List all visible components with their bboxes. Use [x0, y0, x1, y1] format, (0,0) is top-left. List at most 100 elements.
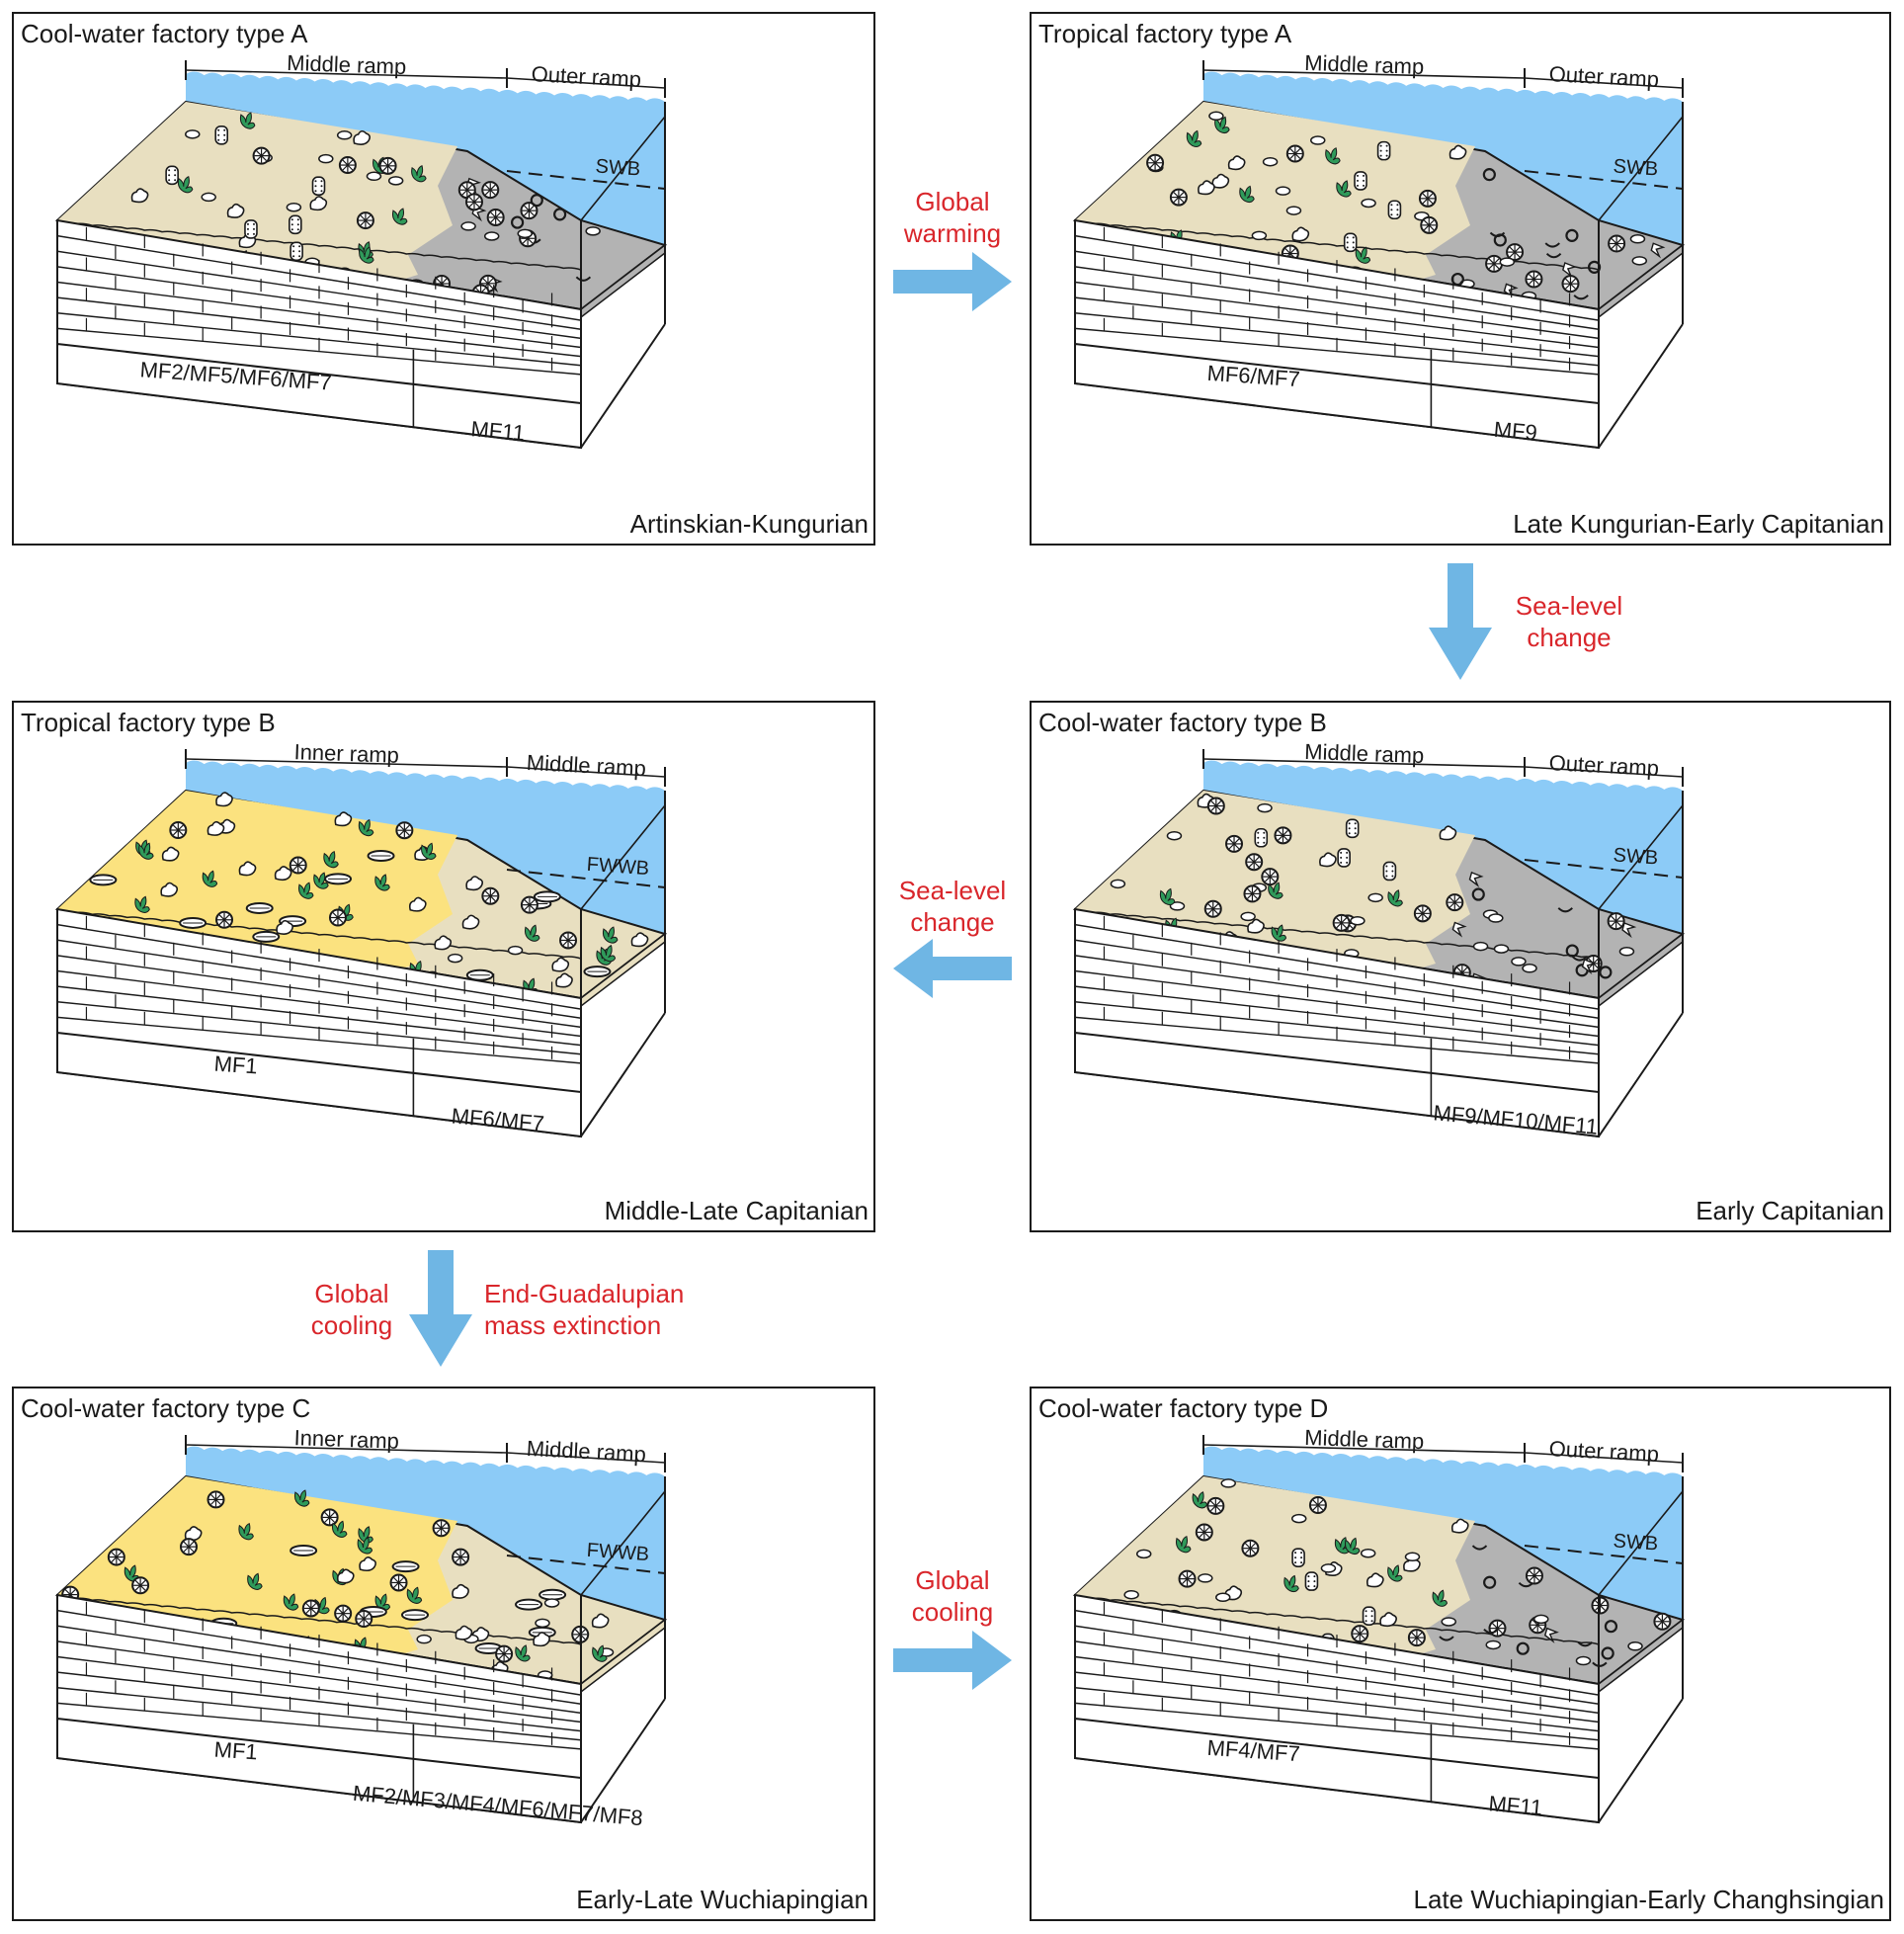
shell-icon	[1472, 941, 1489, 952]
panel-age: Late Kungurian-Early Capitanian	[1513, 509, 1884, 539]
algae-icon	[138, 842, 154, 860]
ramp-label: Middle ramp	[1304, 1425, 1425, 1454]
sponge-icon	[214, 125, 229, 145]
facies-label: MF11	[1488, 1791, 1544, 1820]
spicule-icon	[1451, 921, 1467, 938]
ramp-dimension	[185, 758, 508, 768]
sponge-icon	[1382, 861, 1397, 882]
sponge-icon	[1291, 1548, 1305, 1567]
shell-icon	[1441, 1617, 1456, 1627]
shell-icon	[318, 153, 334, 164]
shell-icon	[336, 130, 353, 140]
bedding-line	[56, 1595, 582, 1645]
wave-base-label: FWWB	[586, 854, 650, 880]
water-body	[1203, 760, 1683, 934]
brachiopod-icon	[1572, 956, 1588, 962]
shell-icon	[185, 129, 201, 139]
panel-title: Cool-water factory type D	[1038, 1393, 1328, 1423]
panel-title: Cool-water factory type B	[1038, 708, 1327, 737]
ramp-dimension	[1524, 1452, 1684, 1464]
algae-icon	[298, 882, 314, 899]
panel-title: Cool-water factory type A	[21, 19, 308, 48]
algae-icon	[1271, 924, 1287, 942]
shell-icon	[1511, 957, 1527, 967]
shell-icon	[1485, 1640, 1502, 1650]
bryozoan-icon	[533, 1632, 550, 1647]
algae-icon	[293, 1489, 310, 1507]
ramp-label: Inner ramp	[293, 1425, 399, 1454]
algae-icon	[524, 924, 540, 942]
ramp-dimension	[185, 1444, 508, 1454]
wave-base-line	[506, 1555, 666, 1574]
water-body	[186, 760, 665, 934]
bryozoan-icon	[1439, 825, 1457, 841]
algae-icon	[1192, 1491, 1208, 1509]
brachiopod-icon	[1545, 252, 1562, 259]
algae-icon	[1345, 1537, 1361, 1556]
sponge-icon	[1354, 171, 1367, 191]
shell-icon	[1360, 1548, 1376, 1558]
bryozoan-icon	[160, 882, 179, 897]
algae-icon	[202, 870, 218, 887]
algae-icon	[134, 895, 150, 913]
shell-icon	[1320, 1563, 1337, 1573]
algae-icon	[357, 1537, 373, 1555]
ramp-label: Outer ramp	[1548, 61, 1659, 92]
shell-icon	[1123, 1589, 1139, 1600]
brachiopod-icon	[1573, 294, 1589, 300]
ramp-dimension	[185, 69, 508, 79]
algae-icon	[600, 945, 617, 963]
bryozoan-icon	[434, 935, 453, 951]
bryozoan-icon	[215, 792, 233, 807]
shell-icon	[387, 176, 404, 186]
algae-icon	[331, 1520, 348, 1538]
ring-fossil-icon	[1482, 168, 1496, 182]
facies-label: MF9	[1493, 417, 1538, 446]
bryozoan-icon	[630, 932, 649, 948]
shell-icon	[1135, 1549, 1152, 1559]
wave-base-line	[506, 170, 666, 190]
bryozoan-icon	[359, 1556, 376, 1572]
brachiopod-icon	[575, 276, 592, 282]
ramp-label: Outer ramp	[531, 61, 641, 92]
sponge-icon	[1387, 200, 1402, 220]
ramp-dimension	[1524, 77, 1684, 89]
bryozoan-icon	[336, 1568, 355, 1584]
shell-icon	[1350, 916, 1366, 926]
transition-label: mass extinction	[484, 1310, 661, 1340]
algae-icon	[406, 1586, 423, 1604]
shell-icon	[507, 945, 524, 956]
sponge-icon	[1345, 818, 1360, 839]
ring-fossil-icon	[1471, 887, 1485, 901]
transition-arrow-t1	[893, 252, 1012, 311]
wave-base-label: SWB	[1613, 1530, 1659, 1555]
bryozoan-icon	[1211, 173, 1230, 189]
ring-fossil-icon	[1587, 260, 1602, 274]
bryozoan-icon	[334, 811, 353, 827]
ring-fossil-icon	[1565, 228, 1579, 242]
transition-arrow-t5	[893, 1631, 1012, 1690]
wave-base-label: FWWB	[586, 1540, 650, 1565]
bryozoan-icon	[1366, 1572, 1384, 1588]
brachiopod-icon	[1489, 231, 1506, 237]
algae-icon	[358, 818, 374, 837]
bryozoan-icon	[274, 866, 292, 882]
algae-icon	[313, 872, 329, 889]
bryozoan-icon	[226, 203, 245, 218]
brachiopod-icon	[1577, 1641, 1593, 1647]
algae-icon	[1268, 882, 1283, 899]
transition-label: Global	[314, 1279, 388, 1308]
facies-label: MF11	[470, 416, 527, 446]
shell-icon	[535, 1618, 550, 1629]
shell-icon	[1367, 892, 1383, 903]
shell-icon	[1208, 111, 1224, 122]
sponge-icon	[1254, 827, 1269, 848]
ramp-dimension	[1524, 766, 1684, 778]
algae-icon	[1387, 1564, 1403, 1582]
algae-icon	[1159, 887, 1176, 906]
algae-icon	[1283, 1574, 1299, 1593]
